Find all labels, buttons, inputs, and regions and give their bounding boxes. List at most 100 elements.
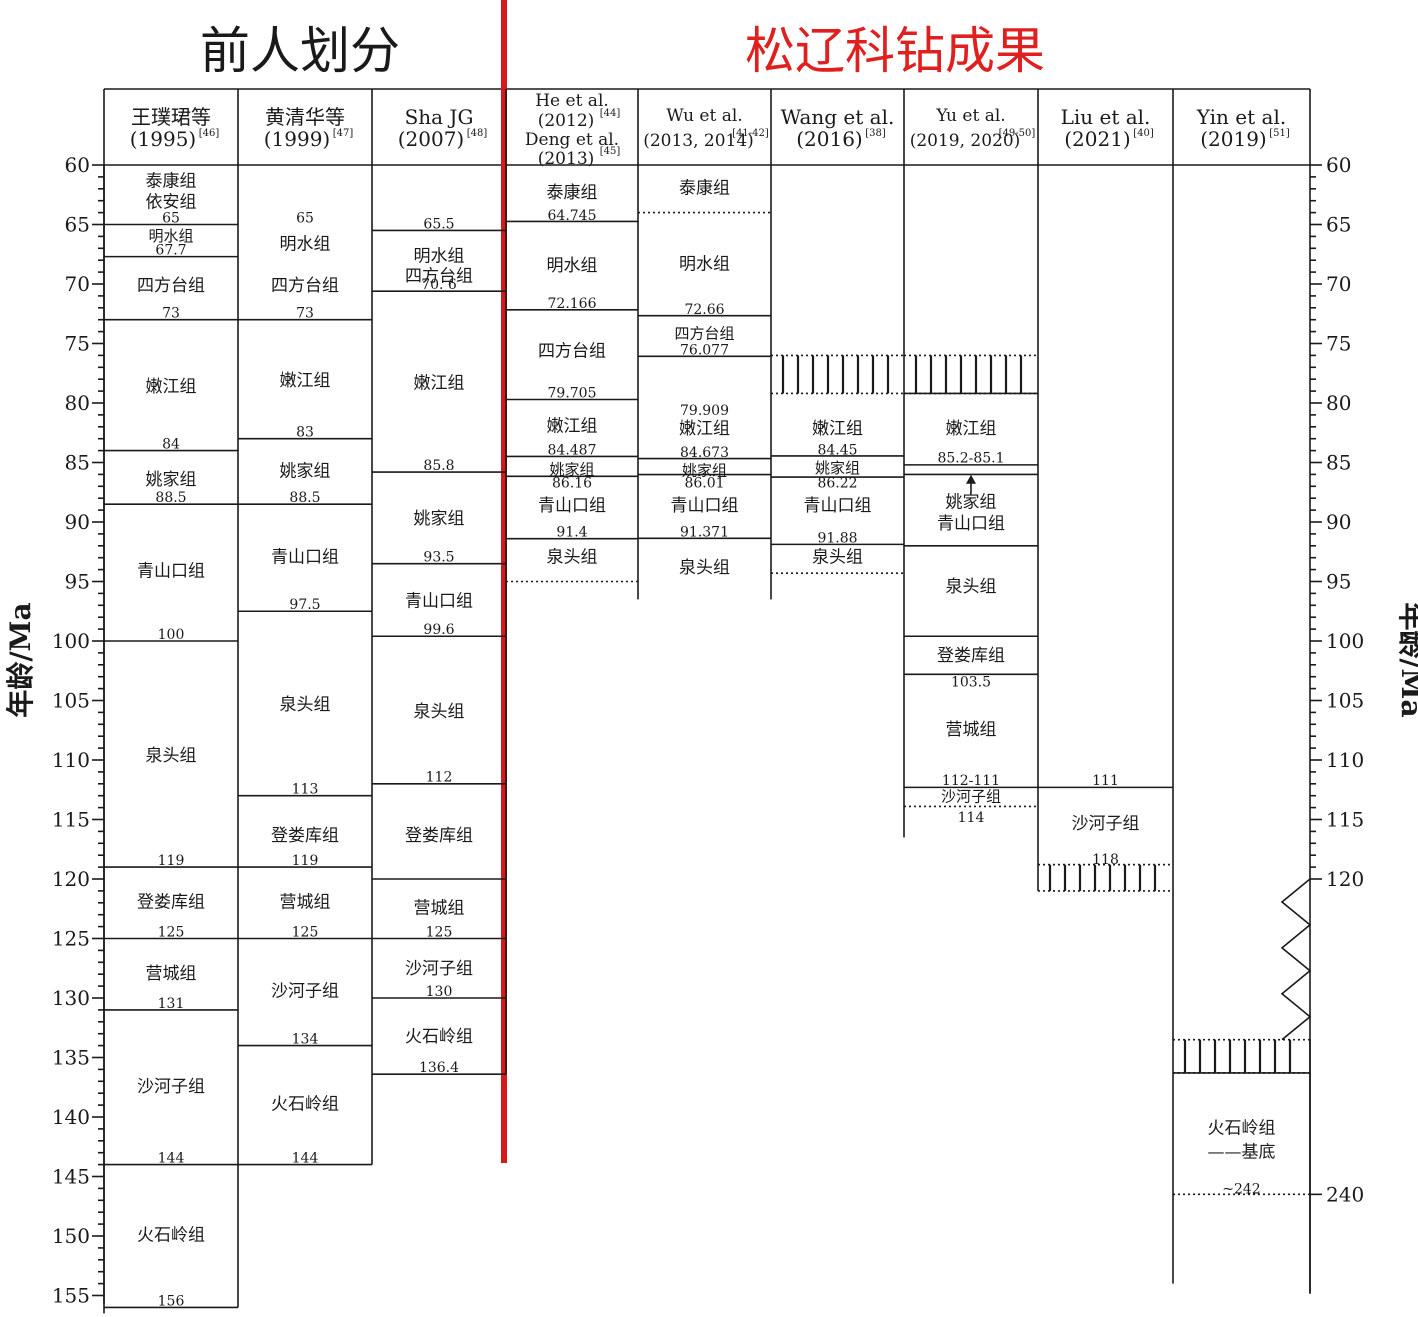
age-number: 79.705 bbox=[548, 385, 597, 401]
age-number: 65.5 bbox=[423, 216, 454, 232]
unit-label: 营城组 bbox=[946, 720, 997, 740]
unit-label: 四方台组 bbox=[405, 266, 473, 286]
left-axis-tick-label: 115 bbox=[52, 808, 90, 832]
unit-label: 青山口组 bbox=[804, 496, 872, 516]
age-number: 72.66 bbox=[684, 302, 724, 318]
column-header-line: (2013, 2014) bbox=[643, 131, 754, 151]
age-number: 85.2-85.1 bbox=[937, 451, 1004, 467]
header-songliao-results: 松辽科钻成果 bbox=[745, 22, 1045, 80]
age-number: 65 bbox=[296, 210, 314, 226]
age-number: 79.909 bbox=[680, 403, 729, 419]
unit-label: 青山口组 bbox=[137, 562, 205, 582]
column-header-ref: [49-50] bbox=[999, 128, 1036, 139]
right-axis-tick-label: 100 bbox=[1326, 629, 1364, 653]
unit-label: 青山口组 bbox=[405, 591, 473, 611]
right-axis-tick-label: 80 bbox=[1326, 391, 1351, 415]
right-axis-tick-label: 120 bbox=[1326, 867, 1364, 891]
age-number: 119 bbox=[158, 853, 185, 869]
unit-label: 姚家组 bbox=[815, 459, 860, 477]
left-axis-tick-label: 100 bbox=[52, 629, 90, 653]
column-header-year: (2007) bbox=[398, 127, 465, 151]
left-axis-tick-label: 75 bbox=[65, 332, 90, 356]
age-number: 88.5 bbox=[289, 490, 320, 506]
left-axis-tick-label: 105 bbox=[52, 689, 90, 713]
column-header-ref: [41-42] bbox=[732, 128, 769, 139]
unit-label: 泉头组 bbox=[946, 577, 997, 597]
age-number: 130 bbox=[426, 984, 453, 1000]
column-header-ref: [47] bbox=[333, 128, 354, 139]
unit-label: 嫩江组 bbox=[146, 377, 197, 397]
age-number: 84.45 bbox=[817, 442, 857, 458]
unit-label: 嫩江组 bbox=[280, 371, 331, 391]
unit-label: 登娄库组 bbox=[405, 826, 473, 846]
unit-label: 泉头组 bbox=[414, 702, 465, 722]
age-number: 84.673 bbox=[680, 445, 729, 461]
unit-label: 嫩江组 bbox=[812, 419, 863, 439]
age-number: 73 bbox=[296, 306, 314, 322]
right-axis-tick-label: 115 bbox=[1326, 808, 1364, 832]
age-number: 85.8 bbox=[423, 458, 454, 474]
age-number: 112-111 bbox=[942, 773, 1000, 789]
age-axes: 6065707580859095100105110115120125130135… bbox=[52, 153, 1364, 1308]
age-number: 118 bbox=[1092, 852, 1119, 868]
age-number: 86.16 bbox=[552, 476, 592, 492]
age-number: 111 bbox=[1092, 773, 1119, 789]
right-axis-tick-label: 90 bbox=[1326, 510, 1351, 534]
age-number: 83 bbox=[296, 425, 314, 441]
unit-label: 登娄库组 bbox=[271, 826, 339, 846]
unit-label: 青山口组 bbox=[271, 547, 339, 567]
column-header-ref: [51] bbox=[1269, 128, 1290, 139]
column-header-author: 王璞珺等 bbox=[131, 105, 211, 129]
unit-label: 泉头组 bbox=[280, 695, 331, 715]
unit-label: 姚家组 bbox=[280, 462, 331, 482]
column-header-author: Wang et al. bbox=[781, 105, 895, 129]
column-header-line: Deng et al. bbox=[525, 130, 619, 150]
unit-label: 明水组 bbox=[679, 255, 730, 275]
right-axis-tick-label: 110 bbox=[1326, 748, 1364, 772]
unit-label: 登娄库组 bbox=[137, 892, 205, 912]
unit-label: 姚家组 bbox=[946, 493, 997, 513]
axis-title-left: 年龄/Ma bbox=[4, 602, 37, 717]
unit-label: 泰康组 bbox=[547, 183, 598, 203]
unit-label: 青山口组 bbox=[538, 496, 606, 516]
column-header-author: Sha JG bbox=[405, 105, 474, 129]
age-number: 125 bbox=[292, 924, 319, 940]
age-number: 99.6 bbox=[423, 622, 454, 638]
unit-label: 姚家组 bbox=[682, 461, 727, 479]
unit-label: 四方台组 bbox=[137, 276, 205, 296]
right-axis-break-zigzag bbox=[1280, 878, 1312, 1041]
age-number: 84.487 bbox=[548, 442, 597, 458]
column-header-ref: [40] bbox=[1133, 128, 1154, 139]
column-header-line: (2019, 2020) bbox=[910, 131, 1021, 151]
age-number: 91.88 bbox=[817, 530, 857, 546]
column-header-ref: [38] bbox=[865, 128, 886, 139]
grid-lines bbox=[104, 0, 1310, 1163]
age-number: 93.5 bbox=[423, 550, 454, 566]
age-number: 113 bbox=[292, 782, 319, 798]
left-axis-tick-label: 125 bbox=[52, 927, 90, 951]
column-header-ref: [45] bbox=[600, 146, 621, 157]
left-axis-tick-label: 145 bbox=[52, 1165, 90, 1189]
left-axis-tick-label: 150 bbox=[52, 1224, 90, 1248]
age-number: 112 bbox=[426, 770, 453, 786]
age-number: 91.4 bbox=[556, 525, 587, 541]
left-axis-tick-label: 65 bbox=[65, 213, 90, 237]
unit-label: 火石岭组 bbox=[137, 1226, 205, 1246]
unit-label: 沙河子组 bbox=[137, 1077, 205, 1097]
column-header-author: Yin et al. bbox=[1196, 105, 1286, 129]
unit-label: 姚家组 bbox=[549, 460, 594, 478]
unit-label: 沙河子组 bbox=[405, 959, 473, 979]
age-number: 84 bbox=[162, 436, 180, 452]
age-number: 114 bbox=[958, 810, 985, 826]
age-number: 67.7 bbox=[155, 242, 186, 258]
age-number: 125 bbox=[158, 924, 185, 940]
unit-label: 泉头组 bbox=[146, 746, 197, 766]
axis-title-right: 年龄/Ma bbox=[1395, 602, 1418, 717]
age-number: 70. 6 bbox=[421, 277, 457, 293]
age-number: 119 bbox=[292, 853, 319, 869]
left-axis-tick-label: 80 bbox=[65, 391, 90, 415]
age-number: 97.5 bbox=[289, 597, 320, 613]
unit-label: 营城组 bbox=[280, 892, 331, 912]
age-number: 88.5 bbox=[155, 490, 186, 506]
